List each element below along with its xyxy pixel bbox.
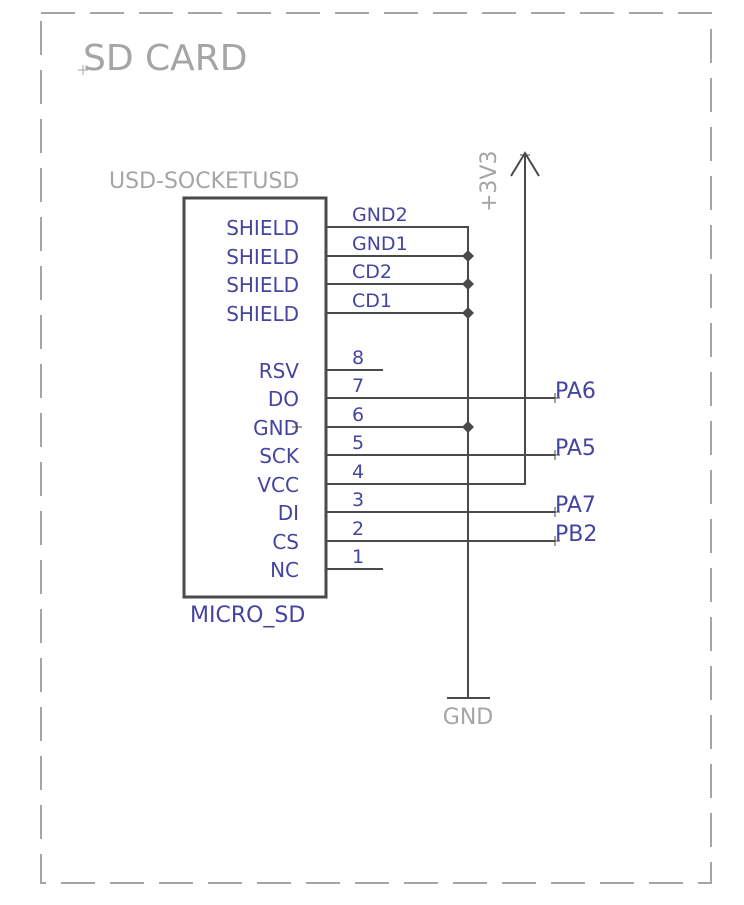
- pin-label-gnd: GND: [253, 416, 299, 440]
- junction-dot: [462, 421, 474, 433]
- pin-label-di: DI: [278, 501, 299, 525]
- pin-number-4: 4: [352, 461, 364, 483]
- pin-label-rsv: RSV: [259, 359, 300, 383]
- power-supply-3v3[interactable]: +3V3: [477, 151, 540, 212]
- junction-dot: [462, 250, 474, 262]
- pin-label-shield-4: SHIELD: [226, 302, 299, 326]
- pin-label-shield-2: SHIELD: [226, 245, 299, 269]
- net-label-pa5[interactable]: PA5: [555, 436, 596, 461]
- power-supply-label: +3V3: [477, 151, 502, 212]
- gnd-pin-origin-marker: [292, 422, 302, 432]
- pin-number-2: 2: [352, 518, 364, 540]
- net-label-pa6[interactable]: PA6: [555, 379, 596, 404]
- pin-number-1: 1: [352, 546, 364, 568]
- net-labels: PA6 PA5 PA7 PB2: [550, 379, 597, 547]
- pin-number-5: 5: [352, 432, 364, 454]
- net-label-pa7[interactable]: PA7: [555, 493, 596, 518]
- net-name-gnd1: GND1: [352, 233, 408, 255]
- pin-label-sck: SCK: [259, 444, 300, 468]
- net-name-cd1: CD1: [352, 290, 392, 312]
- pin-label-nc: NC: [270, 558, 299, 582]
- part-name[interactable]: USD-SOCKETUSD: [109, 169, 299, 194]
- wire-gnd2-bus[interactable]: [326, 226, 469, 697]
- pin-numbers: 8 7 6 5 4 3 2 1: [352, 347, 364, 568]
- net-label-pa5-marker: [550, 450, 560, 460]
- ground-symbol[interactable]: GND: [443, 697, 493, 730]
- net-label-pb2[interactable]: PB2: [555, 522, 597, 547]
- title-origin-marker: [78, 65, 88, 75]
- pin-number-6: 6: [352, 404, 364, 426]
- pin-label-vcc: VCC: [257, 473, 299, 497]
- junction-dot: [462, 278, 474, 290]
- net-label-pb2-marker: [550, 536, 560, 546]
- pin-number-7: 7: [352, 375, 364, 397]
- pin-number-8: 8: [352, 347, 364, 369]
- sheet-frame: [40, 12, 712, 884]
- net-name-gnd2: GND2: [352, 204, 408, 226]
- net-names: GND2 GND1 CD2 CD1: [352, 204, 408, 312]
- part-value[interactable]: MICRO_SD: [190, 603, 305, 628]
- junctions: [462, 250, 474, 433]
- pin-labels: SHIELD SHIELD SHIELD SHIELD RSV DO GND S…: [226, 216, 300, 582]
- net-label-pa7-marker: [550, 507, 560, 517]
- wire-3v3[interactable]: [326, 155, 526, 485]
- pin-label-shield-1: SHIELD: [226, 216, 299, 240]
- net-name-cd2: CD2: [352, 261, 392, 283]
- pin-number-3: 3: [352, 489, 364, 511]
- ground-label: GND: [443, 705, 493, 730]
- net-label-pa6-marker: [550, 393, 560, 403]
- pin-label-cs: CS: [272, 530, 299, 554]
- pin-label-do: DO: [268, 387, 299, 411]
- pin-label-shield-3: SHIELD: [226, 273, 299, 297]
- wires: [326, 155, 555, 697]
- arrow-up-icon: [510, 151, 540, 177]
- sheet-title[interactable]: SD CARD: [83, 38, 248, 79]
- junction-dot: [462, 307, 474, 319]
